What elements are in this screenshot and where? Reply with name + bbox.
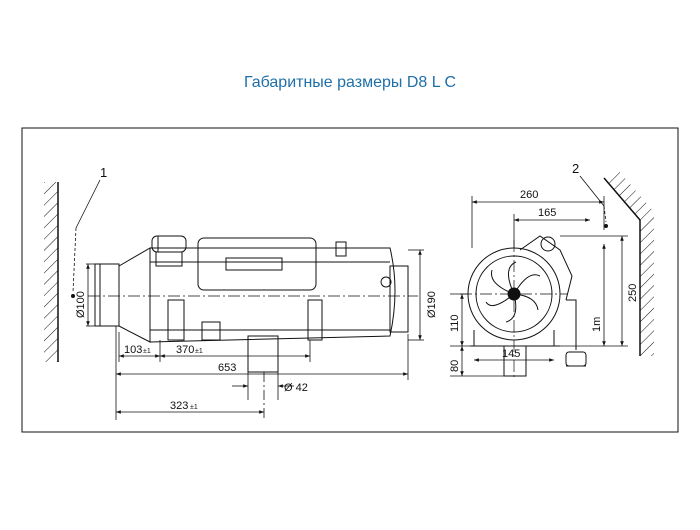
end-view-dimensions: [450, 196, 628, 377]
inlet-cone: [118, 247, 151, 343]
dim-80: 80: [449, 360, 461, 372]
dim-d190: Ø190: [426, 291, 438, 318]
heater-body: [149, 247, 396, 343]
dim-165: 165: [538, 207, 556, 219]
callout-1-label: 1: [100, 165, 107, 180]
dim-103-tol: ±1: [143, 348, 151, 355]
end-view-heater: [460, 235, 587, 380]
dim-323: 323: [170, 400, 188, 412]
connector-block: [201, 321, 221, 341]
dim-250: 250: [627, 284, 639, 302]
callout-1: 1: [71, 165, 107, 298]
dim-1m: 1m: [591, 317, 603, 332]
exhaust-pipe: [247, 335, 279, 373]
fuel-line: [566, 299, 577, 350]
metering-pump: [565, 351, 587, 367]
side-view-dimension-labels: Ø100 Ø190 103 ±1 370 ±1 653 Ø 42 323 ±1: [75, 291, 438, 412]
dim-370: 370: [176, 344, 194, 356]
callout-2-label: 2: [572, 161, 579, 176]
fuel-pump: [151, 235, 187, 253]
diagram-title: Габаритные размеры D8 L C: [243, 74, 457, 91]
outlet-pipe: [389, 265, 409, 333]
left-wall: [44, 182, 59, 362]
inlet-pipe: [94, 263, 120, 327]
end-view-dimension-labels: 260 165 250 1m 110 80 145: [449, 189, 639, 372]
dim-653: 653: [218, 362, 236, 374]
dim-103: 103: [124, 344, 142, 356]
dim-323-tol: ±1: [190, 404, 198, 411]
right-wall: [603, 170, 654, 356]
dim-145: 145: [502, 348, 520, 360]
control-unit: [197, 237, 317, 291]
dim-370-tol: ±1: [195, 348, 203, 355]
side-view-heater: [88, 235, 418, 373]
dim-110: 110: [449, 314, 461, 332]
drawing-frame: [21, 127, 679, 433]
dim-260: 260: [520, 189, 538, 201]
side-view-dimensions: [86, 249, 424, 420]
top-fitting: [519, 235, 573, 301]
dim-d42: Ø 42: [284, 382, 308, 394]
dim-d100: Ø100: [75, 291, 87, 318]
callout-2: 2: [572, 161, 608, 228]
